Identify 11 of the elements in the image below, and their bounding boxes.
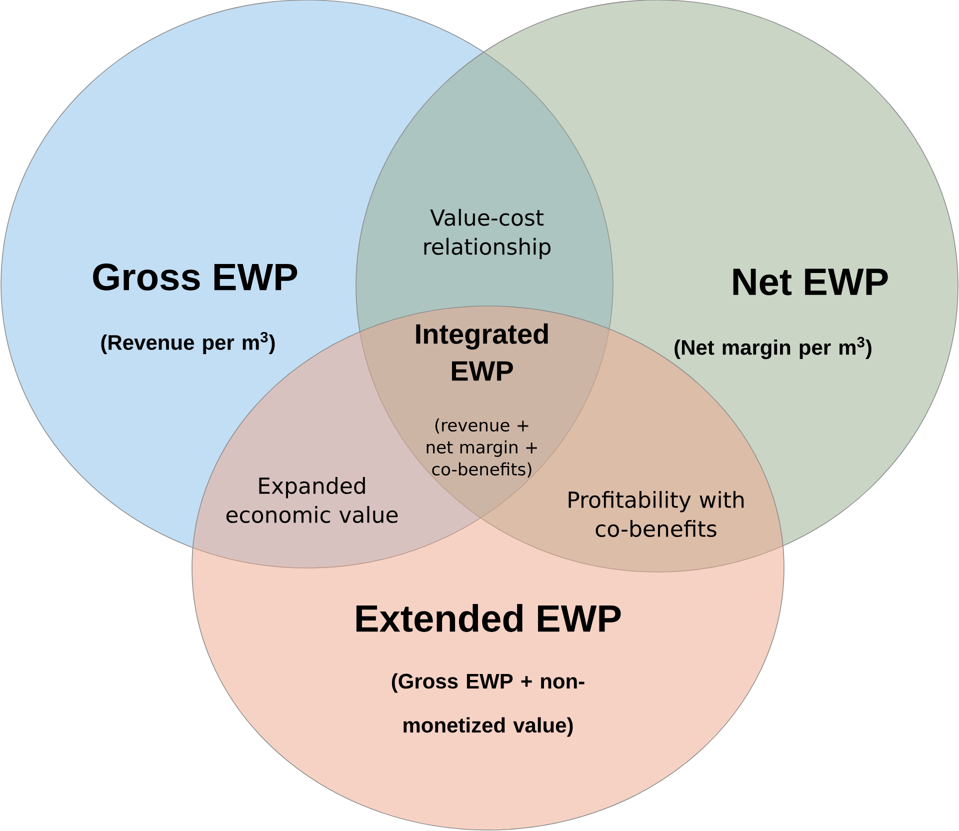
overlap-heading: Integrated EWP — [416, 323, 548, 381]
circle-heading: Gross EWP — [93, 264, 298, 290]
circle-subtitle: (Net margin per m$^{3}$) — [674, 336, 872, 360]
overlap-label: (revenue + net margin + co-benefits) — [426, 418, 537, 478]
circle-heading: Net EWP — [733, 268, 888, 296]
circle-subtitle: (Revenue per m$^{3}$) — [101, 332, 275, 354]
circle-subtitle: (Gross EWP + non-monetized value) — [392, 673, 584, 737]
overlap-label: Profitability with co-benefits — [568, 491, 744, 538]
overlap-label: Value-cost relationship — [424, 208, 550, 260]
circle-heading: Extended EWP — [356, 604, 621, 632]
overlap-label: Expanded economic value — [226, 477, 398, 524]
